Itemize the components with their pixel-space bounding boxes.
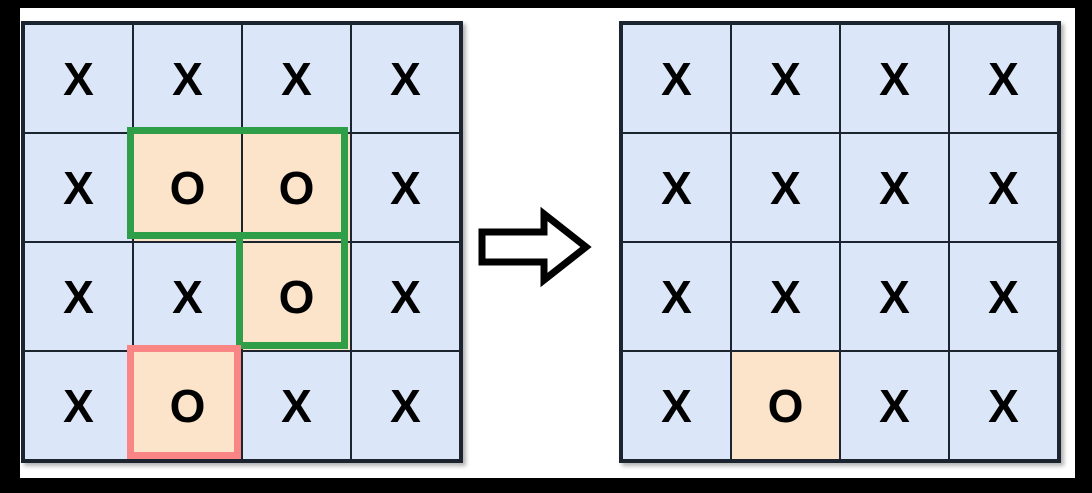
cell-value: X [988, 52, 1019, 105]
cell-value: X [988, 270, 1019, 323]
after-cell-r0c0[interactable]: X [622, 24, 731, 133]
cell-value: O [169, 161, 206, 214]
after-cell-r1c3[interactable]: X [949, 133, 1058, 242]
before-cell-r2c0[interactable]: X [24, 242, 133, 351]
cell-value: X [661, 52, 692, 105]
after-cell-r1c0[interactable]: X [622, 133, 731, 242]
before-cell-r3c0[interactable]: X [24, 351, 133, 460]
cell-value: X [281, 379, 312, 432]
after-cell-r3c3[interactable]: X [949, 351, 1058, 460]
cell-value: X [63, 379, 94, 432]
cell-value: X [661, 379, 692, 432]
after-cell-r1c2[interactable]: X [840, 133, 949, 242]
after-grid: X X X X X X X X X X X X X O X X [619, 21, 1061, 463]
before-cell-r0c1[interactable]: X [133, 24, 242, 133]
after-cell-r0c2[interactable]: X [840, 24, 949, 133]
before-cell-r3c3[interactable]: X [351, 351, 460, 460]
before-cell-r0c2[interactable]: X [242, 24, 351, 133]
cell-value: X [879, 52, 910, 105]
after-cell-r1c1[interactable]: X [731, 133, 840, 242]
before-cell-r3c2[interactable]: X [242, 351, 351, 460]
cell-value: X [879, 379, 910, 432]
after-cell-r3c2[interactable]: X [840, 351, 949, 460]
cell-value: X [63, 161, 94, 214]
cell-value: X [879, 270, 910, 323]
before-cell-r0c0[interactable]: X [24, 24, 133, 133]
before-cell-r1c1[interactable]: O [133, 133, 242, 242]
before-cell-r2c1[interactable]: X [133, 242, 242, 351]
after-cell-r3c0[interactable]: X [622, 351, 731, 460]
after-cell-r2c2[interactable]: X [840, 242, 949, 351]
cell-value: X [281, 52, 312, 105]
before-cell-r2c2[interactable]: O [242, 242, 351, 351]
cell-value: X [172, 270, 203, 323]
cell-value: X [390, 52, 421, 105]
before-cell-r1c0[interactable]: X [24, 133, 133, 242]
cell-value: O [278, 161, 315, 214]
after-cell-r2c0[interactable]: X [622, 242, 731, 351]
cell-value: X [661, 161, 692, 214]
cell-value: X [390, 270, 421, 323]
cell-value: X [390, 379, 421, 432]
cell-value: O [278, 270, 315, 323]
cell-value: X [63, 52, 94, 105]
before-grid: X X X X X O O X X X O X X O X X [21, 21, 463, 463]
before-cell-r0c3[interactable]: X [351, 24, 460, 133]
after-cell-r0c1[interactable]: X [731, 24, 840, 133]
cell-value: X [390, 161, 421, 214]
before-cell-r3c1[interactable]: O [133, 351, 242, 460]
cell-value: X [988, 379, 1019, 432]
cell-value: X [172, 52, 203, 105]
before-cell-r1c2[interactable]: O [242, 133, 351, 242]
cell-value: X [63, 270, 94, 323]
cell-value: O [169, 379, 206, 432]
cell-value: X [879, 161, 910, 214]
cell-value: X [770, 161, 801, 214]
after-cell-r2c3[interactable]: X [949, 242, 1058, 351]
after-cell-r2c1[interactable]: X [731, 242, 840, 351]
after-cell-r3c1[interactable]: O [731, 351, 840, 460]
cell-value: X [661, 270, 692, 323]
before-cell-r2c3[interactable]: X [351, 242, 460, 351]
cell-value: X [988, 161, 1019, 214]
cell-value: X [770, 52, 801, 105]
after-cell-r0c3[interactable]: X [949, 24, 1058, 133]
right-arrow-icon [478, 206, 592, 288]
before-cell-r1c3[interactable]: X [351, 133, 460, 242]
cell-value: X [770, 270, 801, 323]
cell-value: O [767, 379, 804, 432]
arrow-shape [478, 206, 592, 288]
